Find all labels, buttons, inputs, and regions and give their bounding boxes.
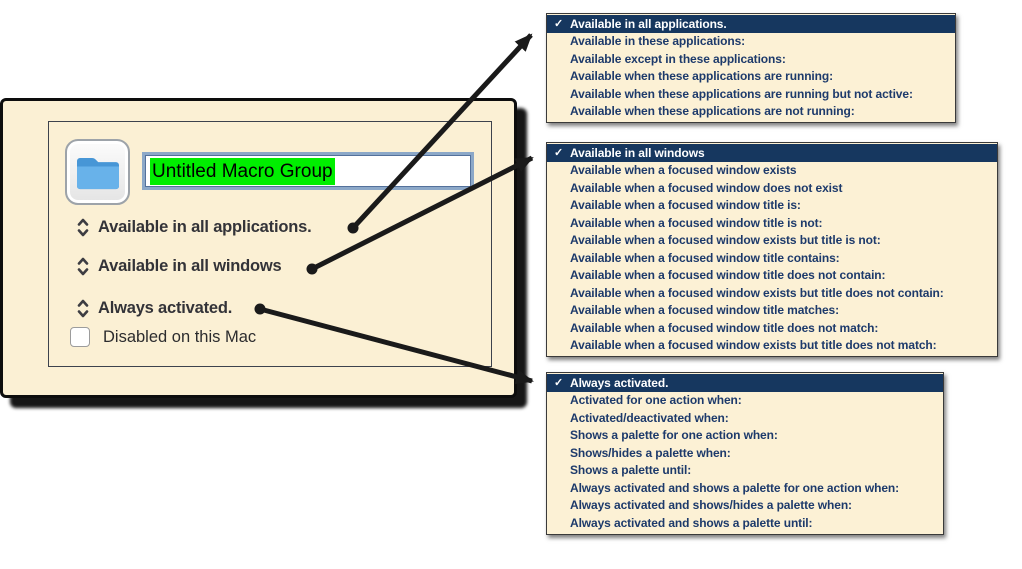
menu-item[interactable]: Available when a focused window title is… (547, 197, 997, 215)
menu-item-label: Available when a focused window title do… (570, 320, 879, 335)
menu-item[interactable]: Available when a focused window title ma… (547, 302, 997, 320)
menu-item[interactable]: Available when a focused window title is… (547, 214, 997, 232)
menu-item-label: Shows a palette until: (570, 463, 692, 478)
applications-availability-popup[interactable]: Available in all applications. (77, 218, 312, 237)
menu-item[interactable]: Available when these applications are ru… (547, 85, 955, 103)
menu-item-label: Available when a focused window exists b… (570, 285, 944, 300)
menu-item-label: Available when a focused window title is… (570, 215, 823, 230)
menu-item-label: Activated/deactivated when: (570, 410, 729, 425)
popup-stepper-icon (77, 218, 89, 237)
menu-item-label: Available in these applications: (570, 34, 746, 49)
menu-item-label: Shows a palette for one action when: (570, 428, 778, 443)
menu-item[interactable]: Activated/deactivated when: (547, 409, 943, 427)
menu-item[interactable]: Available when these applications are ru… (547, 68, 955, 86)
selected-group-name-text: Untitled Macro Group (150, 157, 335, 185)
disabled-checkbox[interactable] (70, 327, 90, 347)
menu-item[interactable]: Available when a focused window title do… (547, 267, 997, 285)
menu-item-label: Always activated. (570, 375, 669, 390)
applications-availability-menu: ✓ Available in all applications. Available… (546, 13, 956, 123)
menu-item[interactable]: Available when a focused window exists b… (547, 337, 997, 355)
menu-item[interactable]: Available in these applications: (547, 33, 955, 51)
checkmark-icon: ✓ (554, 377, 564, 390)
menu-item-label: Available except in these applications: (570, 51, 786, 66)
menu-item[interactable]: Activated for one action when: (547, 392, 943, 410)
windows-popup-label: Available in all windows (98, 257, 282, 275)
menu-item-label: Activated for one action when: (570, 393, 742, 408)
menu-item[interactable]: Shows a palette for one action when: (547, 427, 943, 445)
menu-item-label: Always activated and shows a palette unt… (570, 515, 813, 530)
menu-item[interactable]: Available when a focused window does not… (547, 179, 997, 197)
checkmark-icon: ✓ (554, 147, 564, 160)
menu-item-label: Available in all applications. (570, 16, 727, 31)
activation-menu: ✓ Always activated. Activated for one acti… (546, 372, 944, 535)
activation-popup-label: Always activated. (98, 299, 233, 317)
menu-item[interactable]: Always activated and shows a palette unt… (547, 514, 943, 532)
menu-item[interactable]: Shows/hides a palette when: (547, 444, 943, 462)
menu-item-label: Available when a focused window exists (570, 163, 797, 178)
menu-item-label: Available when these applications are ru… (570, 69, 834, 84)
disabled-checkbox-label: Disabled on this Mac (103, 327, 257, 346)
menu-item-label: Available when a focused window title co… (570, 250, 840, 265)
menu-item[interactable]: Available when a focused window title do… (547, 319, 997, 337)
applications-popup-label: Available in all applications. (98, 218, 312, 236)
menu-item[interactable]: ✓ Always activated. (547, 374, 943, 392)
checkmark-icon: ✓ (554, 18, 564, 31)
activation-popup[interactable]: Always activated. (77, 299, 232, 318)
menu-item[interactable]: Available except in these applications: (547, 50, 955, 68)
menu-item-label: Available when a focused window title do… (570, 268, 886, 283)
menu-item-label: Always activated and shows/hides a palet… (570, 498, 852, 513)
menu-item-label: Available when these applications are ru… (570, 86, 913, 101)
disabled-checkbox-row: Disabled on this Mac (70, 327, 256, 347)
menu-item-label: Available when a focused window exists b… (570, 233, 881, 248)
popup-stepper-icon (77, 299, 89, 318)
menu-item-label: Available in all windows (570, 145, 705, 160)
menu-item[interactable]: Available when these applications are no… (547, 103, 955, 121)
menu-item-label: Available when a focused window title ma… (570, 303, 840, 318)
menu-item-label: Available when a focused window does not… (570, 180, 843, 195)
menu-item-label: Always activated and shows a palette for… (570, 480, 900, 495)
menu-item[interactable]: Always activated and shows/hides a palet… (547, 497, 943, 515)
folder-icon (75, 153, 121, 191)
menu-item[interactable]: Available when a focused window exists b… (547, 232, 997, 250)
menu-item-label: Available when these applications are no… (570, 104, 855, 119)
menu-item[interactable]: Available when a focused window exists b… (547, 284, 997, 302)
menu-item[interactable]: Available when a focused window exists (547, 162, 997, 180)
menu-item[interactable]: ✓ Available in all windows (547, 144, 997, 162)
group-icon-button[interactable] (65, 139, 130, 205)
menu-item-label: Available when a focused window title is… (570, 198, 801, 213)
menu-item[interactable]: Shows a palette until: (547, 462, 943, 480)
windows-availability-popup[interactable]: Available in all windows (77, 257, 282, 276)
group-name-input[interactable]: Untitled Macro Group (142, 152, 474, 190)
popup-stepper-icon (77, 257, 89, 276)
menu-item-label: Available when a focused window exists b… (570, 338, 937, 353)
menu-item[interactable]: ✓ Available in all applications. (547, 15, 955, 33)
menu-item[interactable]: Always activated and shows a palette for… (547, 479, 943, 497)
menu-item-label: Shows/hides a palette when: (570, 445, 731, 460)
menu-item[interactable]: Available when a focused window title co… (547, 249, 997, 267)
